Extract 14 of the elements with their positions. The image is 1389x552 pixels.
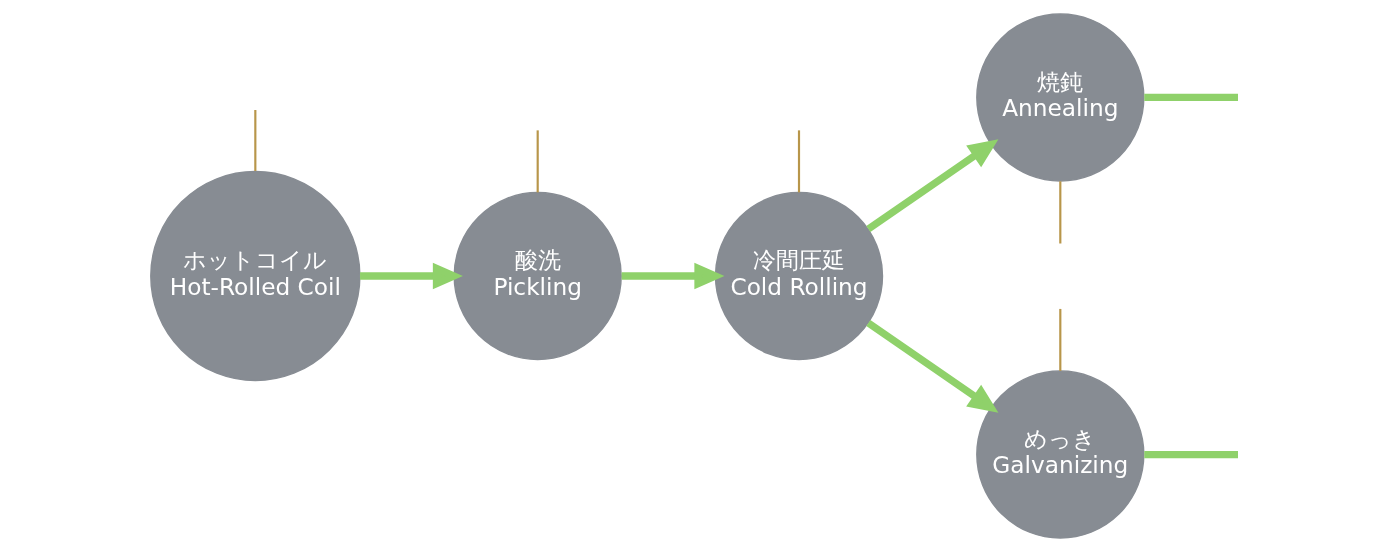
connector	[253, 110, 256, 171]
node-circle: 焼鈍 Annealing	[975, 13, 1144, 182]
node-circle: 冷間圧延 Cold Rolling	[714, 191, 883, 361]
connector	[1058, 181, 1061, 244]
connector	[797, 130, 800, 193]
arrow	[359, 262, 463, 290]
arrow	[865, 319, 998, 413]
connector	[536, 130, 539, 193]
node-circle: めっき Galvanizing	[975, 370, 1144, 539]
arrow	[865, 139, 998, 233]
arrow	[621, 262, 724, 290]
connector	[1058, 308, 1061, 371]
node-circle: ホットコイル Hot-Rolled Coil	[149, 170, 361, 382]
node-circle: 酸洗 Pickling	[453, 191, 622, 361]
